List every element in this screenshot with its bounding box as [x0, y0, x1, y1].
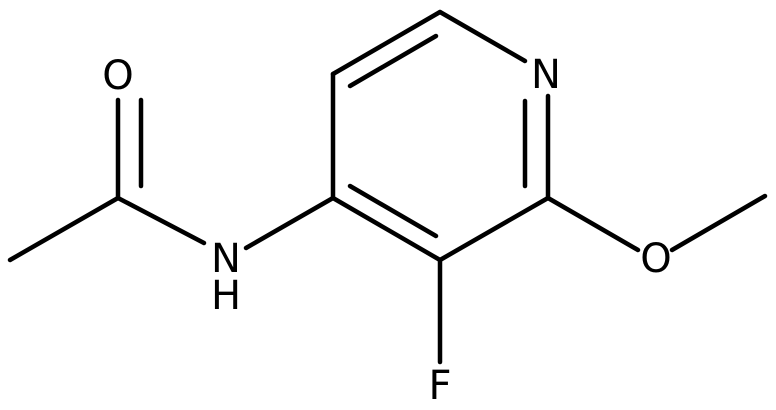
bond-o-methyl	[669, 193, 768, 253]
bonds	[7, 9, 768, 365]
atom-label-carbonyl-oxygen: O	[102, 53, 133, 99]
bond-c3-c4	[330, 195, 443, 263]
atom-label-amide-hydrogen: H	[211, 273, 241, 319]
bond-c6-n1	[437, 9, 528, 64]
atom-label-ring-nitrogen: N	[531, 52, 561, 98]
bond-c5-c6	[330, 9, 443, 77]
bond-nh-carbonyl	[115, 195, 207, 246]
bond-c5-c6-inner	[347, 33, 439, 89]
bond-c3-c4-inner	[347, 183, 439, 239]
bond-carbonyl-methyl	[7, 195, 121, 263]
atom-label-methoxy-oxygen: O	[640, 236, 671, 282]
atom-labels: N O N H F O	[102, 52, 671, 409]
atom-label-amide-nitrogen: N	[211, 236, 241, 282]
bond-c2-o	[545, 195, 641, 253]
bond-c4-nh	[243, 195, 336, 251]
bond-c2-c3	[437, 195, 551, 263]
atom-label-fluorine: F	[428, 363, 451, 409]
